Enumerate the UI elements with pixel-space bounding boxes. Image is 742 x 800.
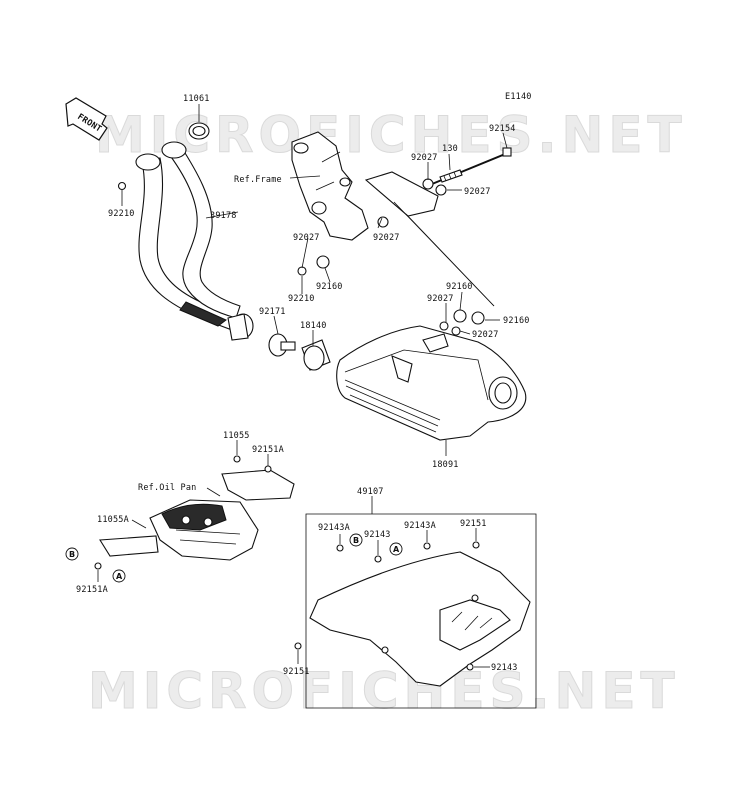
bracket-11055 xyxy=(221,469,295,501)
svg-text:A: A xyxy=(116,572,123,581)
bracket-11055A xyxy=(99,535,159,557)
muffler-cover-49107 xyxy=(305,513,537,709)
label-92027-d: 92027 xyxy=(373,233,400,243)
label-92027-b: 92027 xyxy=(464,187,491,197)
grommet-92143-b xyxy=(466,663,474,671)
label-ref-oil-pan: Ref.Oil Pan xyxy=(138,483,197,493)
label-18091: 18091 xyxy=(432,460,459,470)
diagram-code: E1140 xyxy=(505,92,532,102)
callout-A-left: A xyxy=(112,569,126,583)
grommet-92143-a xyxy=(374,555,382,563)
label-92171: 92171 xyxy=(259,307,286,317)
watermark-top: MICROFICHES.NET xyxy=(95,106,687,164)
exhaust-header-pipe xyxy=(135,141,254,341)
label-92027-e: 92027 xyxy=(427,294,454,304)
label-92143A-b: 92143A xyxy=(404,521,436,531)
label-92151A-top: 92151A xyxy=(252,445,284,455)
label-39178: 39178 xyxy=(210,211,237,221)
label-11061: 11061 xyxy=(183,94,210,104)
bolt-130 xyxy=(439,169,463,183)
svg-text:B: B xyxy=(353,536,359,545)
label-92151-b: 92151 xyxy=(283,667,310,677)
label-11055A: 11055A xyxy=(97,515,129,525)
nut-92210-top xyxy=(117,181,127,191)
label-130: 130 xyxy=(442,144,458,154)
washer-92027-d xyxy=(439,321,449,331)
bolt-92151-b xyxy=(294,642,302,650)
washer-92027-e xyxy=(451,326,461,336)
damper-92160-c xyxy=(471,311,485,325)
damper-92160-a xyxy=(316,255,330,269)
label-92027-f: 92027 xyxy=(472,330,499,340)
callout-A-right: A xyxy=(389,542,403,556)
label-92160-b: 92160 xyxy=(446,282,473,292)
label-92027-c: 92027 xyxy=(293,233,320,243)
damper-92160-b xyxy=(453,309,467,323)
frame-bracket xyxy=(291,131,369,241)
washer-92027-b xyxy=(435,184,447,196)
muffler-hanger-bracket xyxy=(364,171,439,217)
grommet-92143A-b xyxy=(423,542,431,550)
bolt-92151A-top xyxy=(233,455,241,463)
washer-92027-a xyxy=(422,178,434,190)
label-92143-a: 92143 xyxy=(364,530,391,540)
front-arrow-icon: FRONT xyxy=(65,97,108,141)
clamp-92171 xyxy=(268,333,296,357)
grommet-92143A-a xyxy=(336,544,344,552)
label-92154: 92154 xyxy=(489,124,516,134)
watermark-bottom: MICROFICHES.NET xyxy=(88,662,680,720)
gasket-18140 xyxy=(301,339,331,371)
bolt-92151-a xyxy=(472,541,480,549)
washer-92027-c xyxy=(377,216,389,228)
label-92210-top: 92210 xyxy=(108,209,135,219)
muffler-18091 xyxy=(336,325,527,441)
svg-text:A: A xyxy=(393,545,400,554)
label-49107: 49107 xyxy=(357,487,384,497)
label-92151A-bottom: 92151A xyxy=(76,585,108,595)
label-92151-a: 92151 xyxy=(460,519,487,529)
oil-pan-assembly xyxy=(149,499,259,561)
leader-lines xyxy=(97,104,508,668)
label-92160-a: 92160 xyxy=(316,282,343,292)
callout-B-right: B xyxy=(349,533,363,547)
callout-B-left: B xyxy=(65,547,79,561)
label-92143-b: 92143 xyxy=(491,663,518,673)
label-92027-a: 92027 xyxy=(411,153,438,163)
label-11055: 11055 xyxy=(223,431,250,441)
bolt-92151A-bottom xyxy=(94,562,102,570)
label-92210-mid: 92210 xyxy=(288,294,315,304)
label-18140: 18140 xyxy=(300,321,327,331)
label-92160-c: 92160 xyxy=(503,316,530,326)
svg-text:B: B xyxy=(69,550,75,559)
label-92143A-a: 92143A xyxy=(318,523,350,533)
nut-92210-mid xyxy=(297,266,307,276)
label-ref-frame: Ref.Frame xyxy=(234,175,282,185)
